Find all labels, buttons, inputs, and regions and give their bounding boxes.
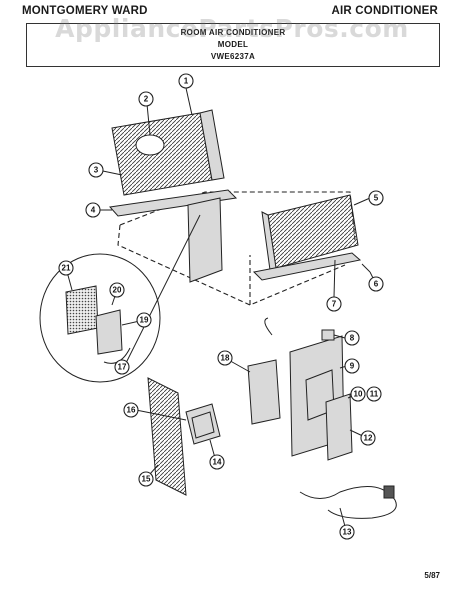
callout-21-label: 21 xyxy=(62,264,71,273)
front-grille xyxy=(147,377,221,496)
callout-16: 16 xyxy=(123,402,139,418)
callout-20: 20 xyxy=(109,282,125,298)
product-title: AIR CONDITIONER xyxy=(331,5,438,17)
callout-10: 10 xyxy=(350,386,366,402)
callout-4: 4 xyxy=(85,202,101,218)
callout-17: 17 xyxy=(114,359,130,375)
callout-15: 15 xyxy=(138,471,154,487)
callout-8: 8 xyxy=(344,330,360,346)
callout-14-label: 14 xyxy=(213,458,222,467)
title-line-model-number: VWE6237A xyxy=(210,52,256,61)
callout-5: 5 xyxy=(368,190,384,206)
callout-6-label: 6 xyxy=(374,280,379,289)
callout-9-label: 9 xyxy=(350,362,355,371)
title-line-1: ROOM AIR CONDITIONER xyxy=(180,28,286,37)
callout-17-label: 17 xyxy=(118,363,127,372)
brand-title: MONTGOMERY WARD xyxy=(22,5,148,17)
screw-part xyxy=(361,263,371,273)
callout-6: 6 xyxy=(368,276,384,292)
evaporator-coil xyxy=(111,109,225,196)
revision-date: 5/87 xyxy=(424,571,440,580)
callout-19: 19 xyxy=(136,312,152,328)
callout-13: 13 xyxy=(339,524,355,540)
callout-2: 2 xyxy=(138,91,154,107)
detail-magnifier xyxy=(39,253,161,383)
callout-4-label: 4 xyxy=(91,206,96,215)
callout-1-label: 1 xyxy=(184,77,189,86)
callout-11: 11 xyxy=(366,386,382,402)
callout-11-label: 11 xyxy=(370,390,379,399)
callout-9: 9 xyxy=(344,358,360,374)
callout-12-label: 12 xyxy=(364,434,373,443)
callout-5-label: 5 xyxy=(374,194,379,203)
callout-18: 18 xyxy=(217,350,233,366)
callout-16-label: 16 xyxy=(127,406,136,415)
capacitor-part xyxy=(321,329,335,341)
callout-3-label: 3 xyxy=(94,166,99,175)
callout-1: 1 xyxy=(178,73,194,89)
callout-18-label: 18 xyxy=(221,354,230,363)
callout-8-label: 8 xyxy=(350,334,355,343)
condenser-coil xyxy=(252,194,362,281)
bulkhead-panel xyxy=(187,197,223,283)
callout-12: 12 xyxy=(360,430,376,446)
callout-7: 7 xyxy=(326,296,342,312)
callout-15-label: 15 xyxy=(142,475,151,484)
callout-21: 21 xyxy=(58,260,74,276)
callout-3: 3 xyxy=(88,162,104,178)
callout-14: 14 xyxy=(209,454,225,470)
title-line-model-label: MODEL xyxy=(217,40,249,49)
callout-19-label: 19 xyxy=(140,316,149,325)
title-block: ROOM AIR CONDITIONER MODEL VWE6237A xyxy=(26,23,440,67)
callout-2-label: 2 xyxy=(144,95,149,104)
callout-20-label: 20 xyxy=(113,286,122,295)
callout-7-label: 7 xyxy=(332,300,337,309)
callout-13-label: 13 xyxy=(343,528,352,537)
power-cord xyxy=(299,485,397,519)
drain-tray xyxy=(109,189,238,217)
control-box xyxy=(247,317,353,461)
callout-10-label: 10 xyxy=(354,390,363,399)
